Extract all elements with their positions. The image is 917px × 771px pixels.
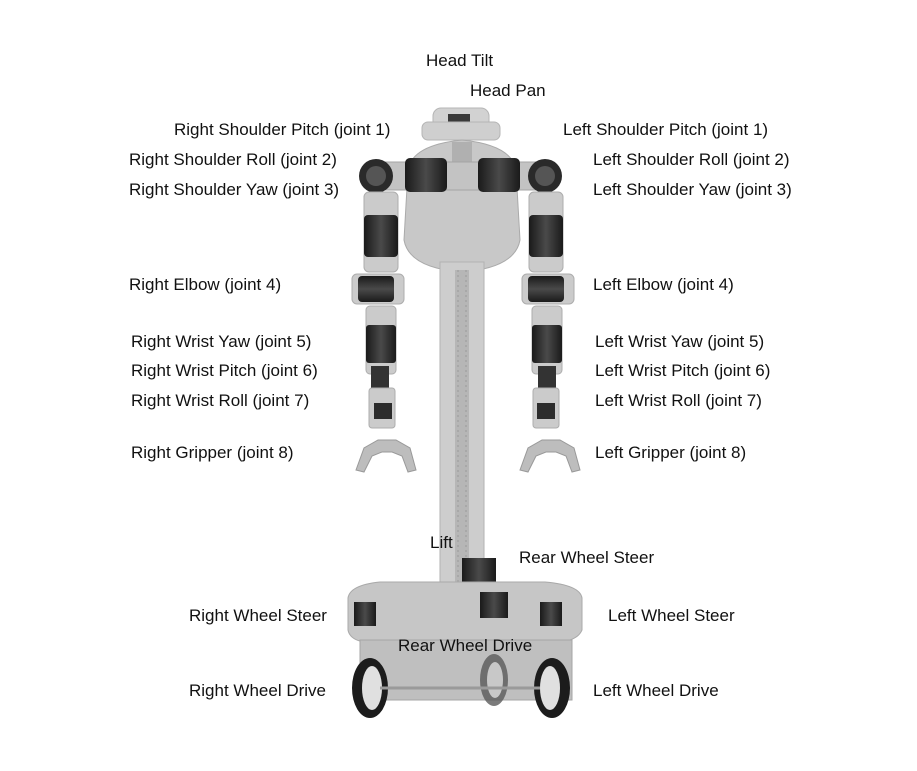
label-left-elbow: Left Elbow (joint 4)	[593, 275, 734, 294]
label-right-wheel-steer: Right Wheel Steer	[189, 606, 327, 625]
label-left-wheel-drive: Left Wheel Drive	[593, 681, 719, 700]
label-right-elbow: Right Elbow (joint 4)	[129, 275, 282, 294]
label-left-wheel-steer: Left Wheel Steer	[608, 606, 735, 625]
label-head-tilt: Head Tilt	[426, 51, 494, 70]
label-lift: Lift	[430, 533, 453, 552]
label-right-shoulder-yaw: Right Shoulder Yaw (joint 3)	[129, 180, 340, 199]
label-right-shoulder-pitch: Right Shoulder Pitch (joint 1)	[174, 120, 391, 139]
label-left-shoulder-roll: Left Shoulder Roll (joint 2)	[593, 150, 790, 169]
robot-head	[421, 107, 501, 141]
robot-left-arm	[519, 191, 581, 473]
robot-base	[347, 581, 583, 701]
label-left-wrist-roll: Left Wrist Roll (joint 7)	[595, 391, 762, 410]
label-right-wrist-yaw: Right Wrist Yaw (joint 5)	[131, 332, 312, 351]
label-left-gripper: Left Gripper (joint 8)	[595, 443, 747, 462]
label-left-shoulder-yaw: Left Shoulder Yaw (joint 3)	[593, 180, 792, 199]
label-right-gripper: Right Gripper (joint 8)	[131, 443, 294, 462]
robot-wheels	[352, 654, 570, 718]
label-left-wrist-pitch: Left Wrist Pitch (joint 6)	[595, 361, 771, 380]
label-left-wrist-yaw: Left Wrist Yaw (joint 5)	[595, 332, 765, 351]
label-right-wrist-pitch: Right Wrist Pitch (joint 6)	[131, 361, 318, 380]
label-rear-wheel-drive: Rear Wheel Drive	[398, 636, 533, 655]
label-right-wheel-drive: Right Wheel Drive	[189, 681, 326, 700]
label-right-shoulder-roll: Right Shoulder Roll (joint 2)	[129, 150, 337, 169]
label-head-pan: Head Pan	[470, 81, 546, 100]
label-right-wrist-roll: Right Wrist Roll (joint 7)	[131, 391, 310, 410]
robot-shoulders	[359, 158, 562, 193]
label-left-shoulder-pitch: Left Shoulder Pitch (joint 1)	[563, 120, 769, 139]
robot-right-arm	[351, 191, 417, 473]
label-rear-wheel-steer: Rear Wheel Steer	[519, 548, 655, 567]
robot-column	[439, 261, 496, 593]
